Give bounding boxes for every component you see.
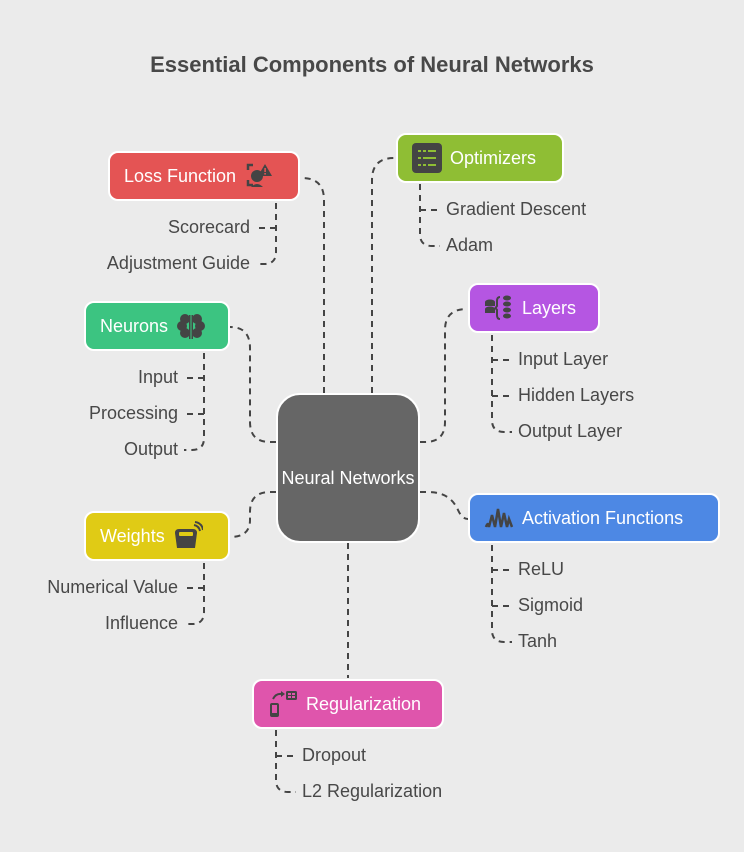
link-activation-children — [491, 545, 512, 643]
link-weights — [229, 491, 276, 538]
leaf-processing: Processing — [88, 403, 178, 423]
link-regularization-children — [275, 730, 296, 793]
link-weights-children — [184, 563, 205, 625]
center-node-label: Neural Networks — [281, 468, 415, 488]
leaf-input: Input — [137, 367, 178, 387]
leaf-numerical-value: Numerical Value — [47, 577, 178, 597]
leaf-relu: ReLU — [518, 559, 565, 579]
link-activation — [420, 491, 469, 520]
link-layers — [420, 308, 468, 443]
leaf-output-layer: Output Layer — [518, 421, 623, 441]
branch-weights[interactable]: Weights — [84, 511, 230, 561]
leaf-influence: Influence — [104, 613, 178, 633]
warning-target-icon — [244, 161, 274, 191]
branch-label: Activation Functions — [522, 507, 684, 528]
link-loss-children — [256, 203, 277, 265]
branch-label: Optimizers — [450, 147, 537, 168]
branch-label: Layers — [522, 297, 577, 318]
database-stack-icon — [484, 293, 514, 323]
center-node[interactable]: Neural Networks — [276, 393, 420, 543]
leaf-output: Output — [123, 439, 178, 459]
leaf-sigmoid: Sigmoid — [518, 595, 584, 615]
branch-activation-functions[interactable]: Activation Functions — [468, 493, 720, 543]
leaf-dropout: Dropout — [302, 745, 367, 765]
device-transfer-icon — [268, 689, 298, 719]
branch-label: Neurons — [100, 315, 169, 336]
leaf-adjustment-guide: Adjustment Guide — [106, 253, 250, 273]
leaf-adam: Adam — [446, 235, 494, 255]
scale-icon — [173, 521, 203, 551]
branch-label: Loss Function — [124, 165, 237, 186]
diagram-title: Essential Components of Neural Networks — [150, 52, 594, 77]
branch-layers[interactable]: Layers — [468, 283, 600, 333]
branch-label: Weights — [100, 525, 165, 546]
leaf-l2-regularization: L2 Regularization — [302, 781, 443, 801]
branch-label: Regularization — [306, 693, 422, 714]
link-neurons — [229, 326, 276, 443]
link-loss-function — [301, 177, 325, 393]
branch-regularization[interactable]: Regularization — [252, 679, 444, 729]
brain-icon — [176, 311, 206, 341]
link-layers-children — [491, 335, 512, 433]
leaf-scorecard: Scorecard — [167, 217, 250, 237]
link-neurons-children — [184, 353, 205, 451]
leaf-tanh: Tanh — [518, 631, 558, 651]
leaf-gradient-descent: Gradient Descent — [446, 199, 587, 219]
waveform-icon — [484, 503, 514, 533]
branch-optimizers[interactable]: Optimizers — [396, 133, 564, 183]
leaf-input-layer: Input Layer — [518, 349, 609, 369]
branch-loss-function[interactable]: Loss Function — [108, 151, 300, 201]
branch-neurons[interactable]: Neurons — [84, 301, 230, 351]
link-optimizers — [371, 157, 395, 393]
leaf-hidden-layers: Hidden Layers — [518, 385, 635, 405]
list-settings-icon — [412, 143, 442, 173]
link-optimizers-children — [419, 184, 440, 247]
